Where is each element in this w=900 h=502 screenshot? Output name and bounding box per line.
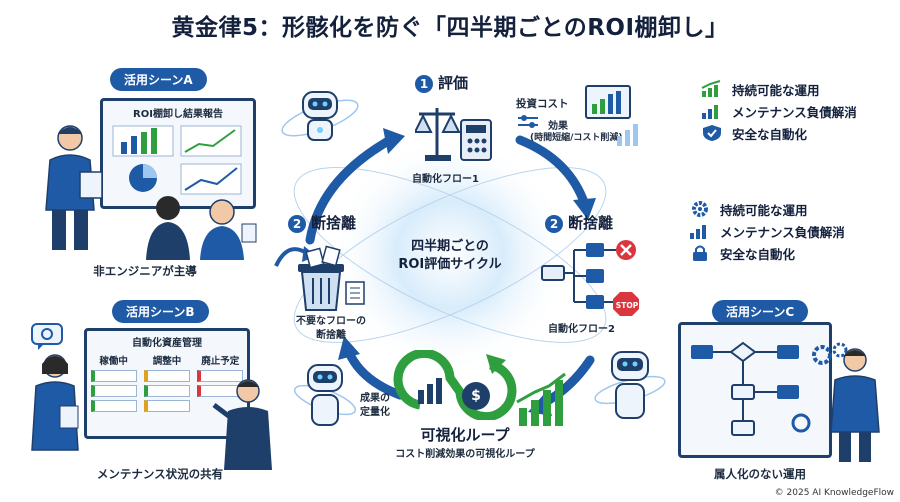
- legend-item: メンテナンス負債解消: [688, 220, 845, 242]
- robot-icon: [293, 364, 357, 426]
- legend-text: 安全な自動化: [732, 126, 808, 142]
- scene-a-caption: 非エンジニアが主導: [93, 264, 197, 278]
- presenter-person-icon: [45, 125, 103, 250]
- scene-a-board-title: ROI棚卸し結果報告: [133, 109, 223, 120]
- trash-bin-icon: [274, 245, 365, 311]
- legend-item: メンテナンス負債解消: [700, 100, 857, 122]
- flowchart-icon: [541, 240, 639, 316]
- robot-icon: [594, 351, 666, 419]
- step-number: 2: [288, 215, 306, 233]
- flow1-label: 自動化フロー1: [412, 174, 479, 185]
- legend-item: 持続可能な運用: [688, 198, 845, 220]
- engineer-person-icon: [830, 348, 880, 462]
- effect-label: 効果: [548, 121, 568, 132]
- column-deprecating: 廃止予定: [201, 356, 240, 367]
- gears-icon: [812, 342, 848, 365]
- cycle-diagram: [293, 128, 607, 416]
- bar-chart-icon: [702, 105, 718, 119]
- growth-bars-icon: [516, 372, 566, 426]
- shield-icon: [703, 125, 721, 141]
- scene-a-board: ROI棚卸し結果報告: [100, 98, 256, 209]
- step-label: 断捨離: [568, 214, 614, 232]
- legend-text: 安全な自動化: [720, 246, 796, 262]
- scene-b-pill: 活用シーンB: [112, 300, 209, 323]
- column-adjusting: 調整中: [152, 356, 182, 367]
- kanban-column: 調整中: [143, 353, 190, 412]
- kanban-column: 廃止予定: [197, 353, 244, 412]
- center-line1: 四半期ごとの: [411, 239, 489, 254]
- legend-text: 持続可能な運用: [732, 82, 820, 98]
- stop-sign-label: STOP: [615, 301, 639, 310]
- scene-c-board: [678, 322, 832, 458]
- legend-item: 持続可能な運用: [700, 78, 857, 100]
- growth-chart-icon: [701, 80, 721, 97]
- report-charts-icon: [112, 125, 242, 195]
- legend-text: 持続可能な運用: [720, 202, 808, 218]
- step-label: 断捨離: [311, 214, 357, 232]
- step-left-sub: 不要なフローの 断捨離: [283, 315, 379, 343]
- slider-icon: [518, 115, 538, 128]
- page-title: 黄金律5：形骸化を防ぐ「四半期ごとのROI棚卸し」: [171, 15, 729, 41]
- robot-icon: [281, 91, 359, 141]
- result-line2: 定量化: [360, 407, 390, 418]
- scene-a-pill: 活用シーンA: [110, 68, 207, 91]
- invest-cost-label: 投資コスト: [516, 98, 569, 110]
- mini-bars-icon: [617, 124, 638, 146]
- visualization-loop-label: 可視化ループ: [420, 426, 510, 444]
- scene-c-caption: 属人化のない運用: [714, 467, 806, 481]
- audience-people-icon: [146, 196, 257, 260]
- result-label: 成果の 定量化: [360, 392, 390, 420]
- legend-text: メンテナンス負債解消: [720, 224, 845, 240]
- scene-c-pill: 活用シーンC: [712, 300, 809, 323]
- lock-icon: [693, 245, 707, 261]
- step-number: 1: [415, 75, 433, 93]
- scale-calculator-icon: [415, 108, 492, 161]
- column-running: 稼働中: [99, 356, 128, 367]
- effect-detail-label: (時間短縮/コスト削減): [530, 133, 623, 143]
- legend-top: 持続可能な運用 メンテナンス負債解消 安全な自動化: [700, 78, 857, 144]
- center-line2: ROI評価サイクル: [398, 257, 502, 272]
- declutter-label: 断捨離: [316, 330, 346, 341]
- step-number: 2: [545, 215, 563, 233]
- gear-icon: [692, 201, 708, 217]
- unneeded-flow-label: 不要なフローの: [296, 316, 366, 327]
- dollar-icon: $: [471, 388, 481, 404]
- legend-mid: 持続可能な運用 メンテナンス負債解消 安全な自動化: [688, 198, 845, 264]
- legend-item: 安全な自動化: [688, 242, 845, 264]
- chat-gear-icon: [31, 323, 63, 350]
- step-declutter-right-heading: 2 断捨離: [545, 212, 613, 233]
- visualization-loop-icon: [393, 350, 517, 420]
- legend-text: メンテナンス負債解消: [732, 104, 857, 120]
- scene-b-board-title: 自動化資産管理: [132, 338, 202, 349]
- monitor-chart-icon: [585, 85, 631, 119]
- legend-item: 安全な自動化: [700, 122, 857, 144]
- step-label: 評価: [438, 74, 469, 92]
- bar-chart-icon: [690, 225, 706, 239]
- cycle-center-label: 四半期ごとの ROI評価サイクル: [380, 238, 520, 274]
- step-declutter-left-heading: 2 断捨離: [288, 212, 356, 233]
- workflow-diagram-icon: [691, 341, 811, 436]
- woman-person-icon: [31, 354, 79, 451]
- step-evaluate-heading: 1 評価: [415, 72, 468, 93]
- copyright-footer: © 2025 AI KnowledgeFlow: [774, 488, 894, 498]
- result-line1: 成果の: [360, 393, 390, 404]
- scene-b-caption: メンテナンス状況の共有: [96, 467, 224, 481]
- flow2-label: 自動化フロー2: [548, 324, 615, 335]
- visualization-loop-sub: コスト削減効果の可視化ループ: [395, 449, 535, 460]
- kanban-column: 稼働中: [90, 353, 137, 412]
- man-person-icon: [212, 379, 272, 470]
- kanban-columns: 稼働中 調整中 廃止予定: [87, 353, 247, 412]
